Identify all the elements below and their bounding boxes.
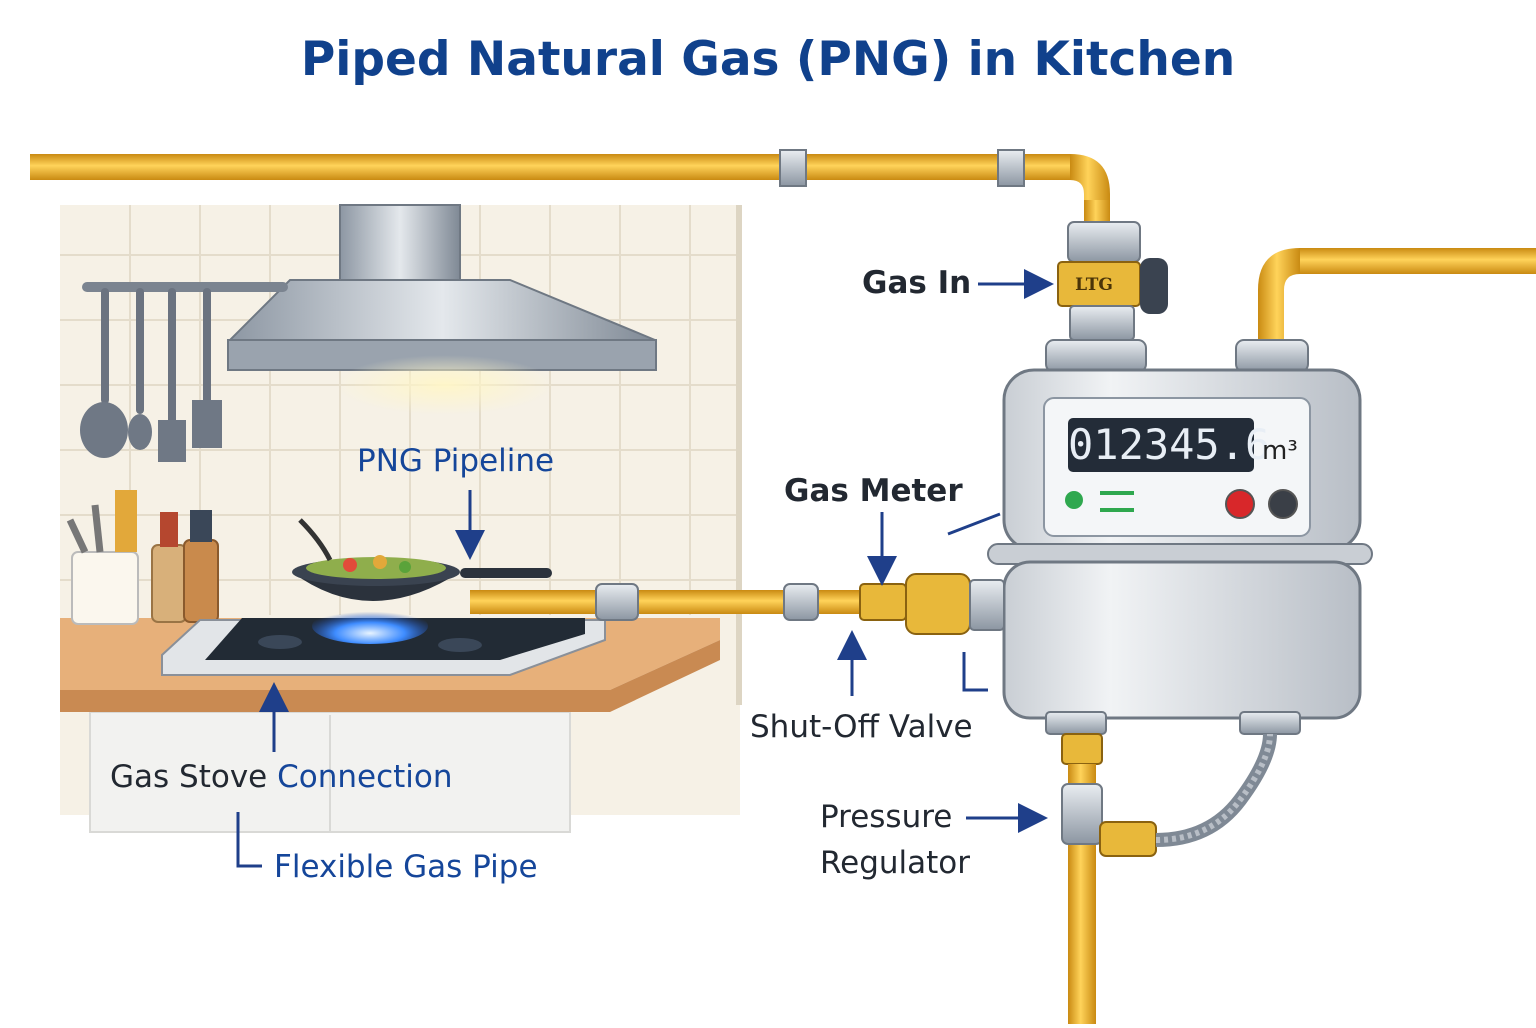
utensil-holder — [66, 490, 139, 625]
label-regulator: Regulator — [820, 845, 971, 881]
frying-pan — [292, 518, 552, 601]
stove-connection-pipe — [470, 573, 1005, 635]
gas-meter-pointer — [947, 512, 1001, 536]
gas-stove — [161, 608, 606, 676]
valve-tag: LTG — [1075, 275, 1113, 295]
callout-arrows — [236, 269, 1054, 868]
range-hood — [227, 204, 657, 415]
label-gas-stove-connection: Gas Stove Connection — [110, 762, 453, 793]
label-png-pipeline: PNG Pipeline — [357, 443, 555, 479]
utensil-rack — [80, 282, 288, 462]
label-pressure: Pressure — [820, 799, 953, 835]
label-gas-meter: Gas Meter — [784, 473, 963, 509]
shut-off-bracket — [962, 652, 988, 692]
oil-bottles — [151, 510, 219, 623]
regulator-assembly — [1061, 733, 1277, 1024]
meter-reading-display: 012345.6 — [1068, 418, 1270, 472]
inlet-valve — [1045, 221, 1309, 373]
label-gas-stove-part2: Connection — [277, 759, 453, 795]
label-gas-stove-part1: Gas Stove — [110, 759, 278, 795]
supply-pipe — [30, 149, 1110, 260]
label-gas-in: Gas In — [862, 265, 972, 301]
kitchen-cabinet — [89, 711, 571, 833]
flexible-pipe-bracket — [236, 812, 262, 868]
outlet-pipe — [1258, 248, 1536, 350]
meter-unit: m³ — [1262, 436, 1298, 466]
label-flexible-gas-pipe: Flexible Gas Pipe — [274, 849, 538, 885]
diagram-title: Piped Natural Gas (PNG) in Kitchen — [300, 32, 1236, 87]
label-shut-off-valve: Shut-Off Valve — [750, 709, 973, 745]
